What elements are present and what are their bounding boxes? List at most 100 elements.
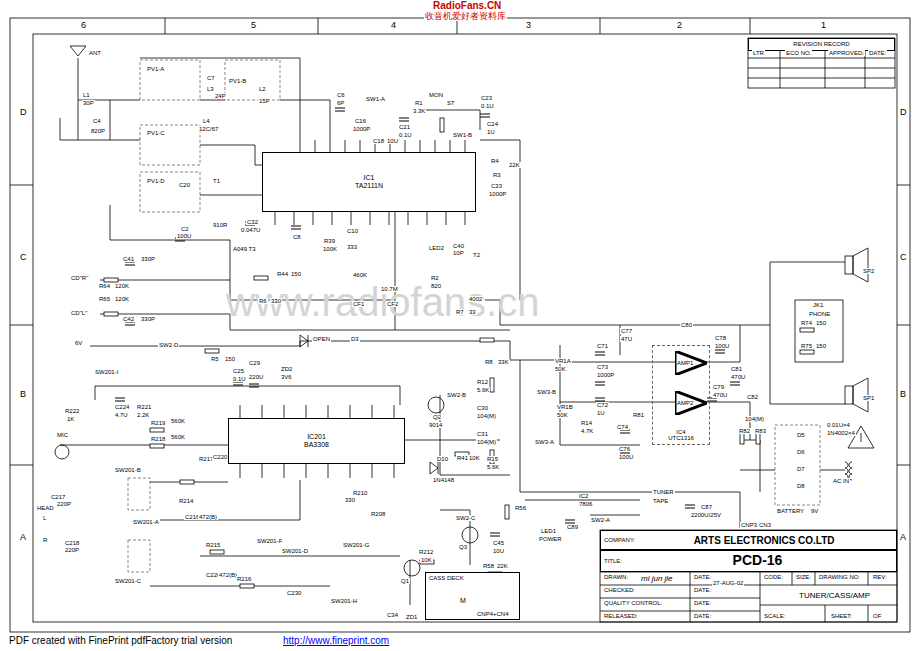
transistor-symbol <box>462 527 478 543</box>
outer-border <box>10 18 910 632</box>
wire <box>394 405 395 418</box>
capacitor-symbol <box>707 398 717 401</box>
dashed-groups <box>128 60 820 572</box>
part-label: R74 <box>800 320 813 326</box>
part-label: T1 <box>212 178 221 184</box>
part-label: 0.1U <box>232 376 247 382</box>
title-block-row: COMPANY:ARTS ELECTRONICS CO.LTD <box>600 530 897 550</box>
sheet-text: 1 <box>820 21 827 30</box>
part-label: 1000P <box>352 126 371 132</box>
wire <box>140 58 300 140</box>
capacitor-symbol <box>480 114 490 117</box>
part-label: R15 <box>486 456 499 462</box>
title-block-text: OF <box>872 613 882 619</box>
part-label: C79 <box>712 384 725 390</box>
part-label: Q3 <box>458 544 468 550</box>
part-label: C6 <box>336 92 346 98</box>
title-block-text: QUALITY CONTROL: <box>603 600 663 606</box>
capacitor-symbol <box>233 382 243 385</box>
resistor-symbol <box>210 550 224 554</box>
wire <box>740 440 760 492</box>
part-label: 0.047U <box>240 227 261 233</box>
triangle-shape <box>675 351 707 375</box>
wire <box>351 212 352 225</box>
part-label: C71 <box>596 343 609 349</box>
part-label: BATTERY <box>776 508 805 514</box>
wire <box>465 140 466 152</box>
part-label: 5.6K <box>486 464 500 470</box>
resistor-symbol <box>240 584 254 588</box>
sheet-text: C <box>19 253 28 262</box>
revision-grid <box>748 48 895 88</box>
capacitor-symbol <box>565 520 575 523</box>
title-block-text: DATE: <box>693 587 712 593</box>
part-label: L3 <box>206 86 215 92</box>
node-text: ARTS ELECTRONICS CO.LTD <box>694 535 835 546</box>
part-label: CD"R" <box>70 275 89 281</box>
part-label: R218 <box>150 436 166 442</box>
wire <box>262 405 263 418</box>
part-label: D5 <box>796 432 806 438</box>
part-label: 100U <box>176 233 192 239</box>
wire <box>465 212 466 225</box>
wire <box>372 464 373 478</box>
part-label: PV1-B <box>228 78 247 84</box>
part-label: 22K <box>496 563 509 569</box>
part-label: R208 <box>370 511 386 517</box>
wire <box>408 212 409 225</box>
capacitor-symbol <box>620 430 630 433</box>
part-label: 6P <box>336 100 345 106</box>
wire <box>389 212 390 225</box>
wire <box>275 212 276 225</box>
node-title: TITLE: <box>604 558 622 565</box>
resistor-symbol <box>480 338 494 342</box>
part-label: 1000P <box>488 191 507 197</box>
sheet-text: B <box>899 390 907 399</box>
ic-outline: IC4UTC1316AMP1AMP2 <box>652 345 710 445</box>
part-label: 3V6 <box>280 374 293 380</box>
part-label: R215 <box>205 542 221 548</box>
part-label: L1 <box>82 92 91 98</box>
part-label: R65 <box>98 296 111 302</box>
wire <box>372 405 373 418</box>
part-label: R3 <box>492 172 502 178</box>
title-block-text: DATE: <box>693 613 712 619</box>
part-label: Q1 <box>400 578 410 584</box>
wire <box>560 402 675 403</box>
part-label: 100U <box>714 343 730 349</box>
part-label: PV1-D <box>146 178 166 184</box>
transistor-symbol <box>404 560 420 576</box>
wire <box>315 140 316 152</box>
wire <box>420 140 421 152</box>
resistor-symbol <box>104 278 118 282</box>
part-label: 150 <box>224 356 236 362</box>
capacitor-symbol <box>125 262 135 265</box>
amplifier-triangle: AMP2 <box>675 391 707 415</box>
part-label: 330 <box>344 497 356 503</box>
sheet-text: 5 <box>250 21 257 30</box>
part-label: R6 <box>258 298 268 304</box>
part-label: SP2 <box>862 268 875 274</box>
part-label: C18 <box>372 138 385 144</box>
part-label: 104(M) <box>476 413 497 419</box>
jack-outline <box>795 300 843 362</box>
part-label: 470U <box>730 374 746 380</box>
title-block-text: DRAWING NO: <box>818 574 861 580</box>
resistor-symbol <box>104 312 118 316</box>
resistor-symbol <box>254 276 268 280</box>
part-label: PV1-A <box>146 66 165 72</box>
node-title: IC4 <box>676 429 685 436</box>
switch-group <box>128 540 150 572</box>
sheet-text: 2 <box>676 21 683 30</box>
node-title: IC1 <box>364 174 375 182</box>
capacitor-symbol <box>335 108 345 111</box>
tuner-section <box>140 125 200 165</box>
part-label: 1N4002×4 <box>826 430 856 436</box>
part-label: 2.2K <box>136 412 150 418</box>
wire <box>95 386 400 405</box>
capacitor-symbol <box>595 352 605 355</box>
part-label: 560K <box>170 434 186 440</box>
part-label: R12 <box>476 379 489 385</box>
sheet-text: A <box>899 533 907 542</box>
